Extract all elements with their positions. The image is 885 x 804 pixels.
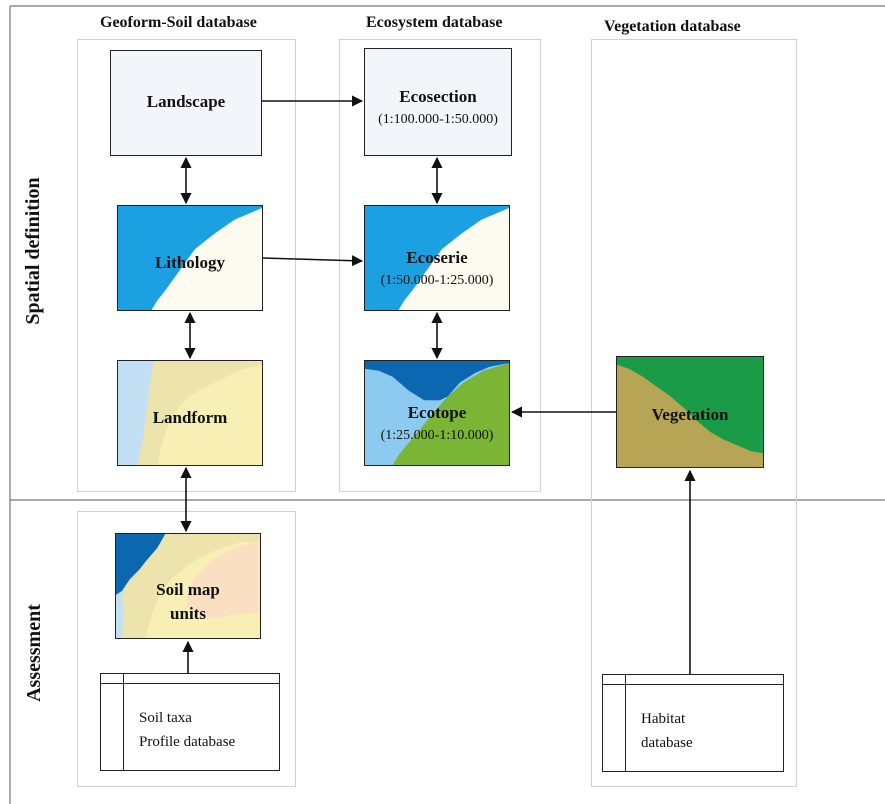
vegetation-box: Vegetation xyxy=(616,356,764,468)
soil-taxa-line1: Soil taxa xyxy=(139,710,192,726)
habitat-line1: Habitat xyxy=(641,711,686,727)
soil-taxa-line2: Profile database xyxy=(139,734,236,750)
ecoserie-title: Ecoserie xyxy=(406,248,468,267)
soil-map-units-fill xyxy=(116,534,260,638)
ecotope-fill xyxy=(365,361,509,465)
vegetation-column-frame xyxy=(591,39,797,787)
landscape-box: Landscape xyxy=(110,50,262,156)
habitat-line2: database xyxy=(641,735,693,751)
lithology-box: Lithology xyxy=(117,205,263,311)
landform-title: Landform xyxy=(152,408,228,427)
geoform-soil-header: Geoform-Soil database xyxy=(100,14,257,31)
ecosystem-column-frame xyxy=(339,39,541,492)
habitat-table: Habitat database xyxy=(602,674,784,772)
ecosystem-header: Ecosystem database xyxy=(366,14,503,31)
landform-fill xyxy=(118,361,262,465)
landform-box: Landform xyxy=(117,360,263,466)
ecoserie-box: Ecoserie (1:50.000-1:25.000) xyxy=(364,205,510,311)
soil-map-units-box: Soil map units xyxy=(115,533,261,639)
soil-taxa-table: Soil taxa Profile database xyxy=(100,673,280,771)
arrow-lithology-to-ecoserie xyxy=(262,255,364,267)
ecoserie-fill xyxy=(365,206,509,310)
soil-map-units-title-line2: units xyxy=(170,604,206,623)
ecotope-scale: (1:25.000-1:10.000) xyxy=(380,428,494,443)
ecosection-title: Ecosection xyxy=(399,87,477,106)
ecosection-box: Ecosection (1:100.000-1:50.000) xyxy=(364,48,512,156)
soil-taxa-header-rule xyxy=(101,683,279,684)
vegetation-header: Vegetation database xyxy=(604,18,741,35)
vegetation-fill xyxy=(617,357,763,454)
landscape-title: Landscape xyxy=(146,92,226,111)
ecotope-box: Ecotope (1:25.000-1:10.000) xyxy=(364,360,510,466)
vegetation-title: Vegetation xyxy=(651,405,729,424)
soil-map-units-title-line1: Soil map xyxy=(156,580,220,599)
soil-taxa-side-rule xyxy=(123,674,124,770)
lithology-title: Lithology xyxy=(155,253,225,272)
habitat-header-rule xyxy=(603,684,783,685)
lithology-fill xyxy=(118,206,262,310)
ecosection-scale: (1:100.000-1:50.000) xyxy=(378,112,498,127)
ecoserie-scale: (1:50.000-1:25.000) xyxy=(380,273,494,288)
ecotope-title: Ecotope xyxy=(407,403,467,422)
habitat-side-rule xyxy=(625,675,626,771)
